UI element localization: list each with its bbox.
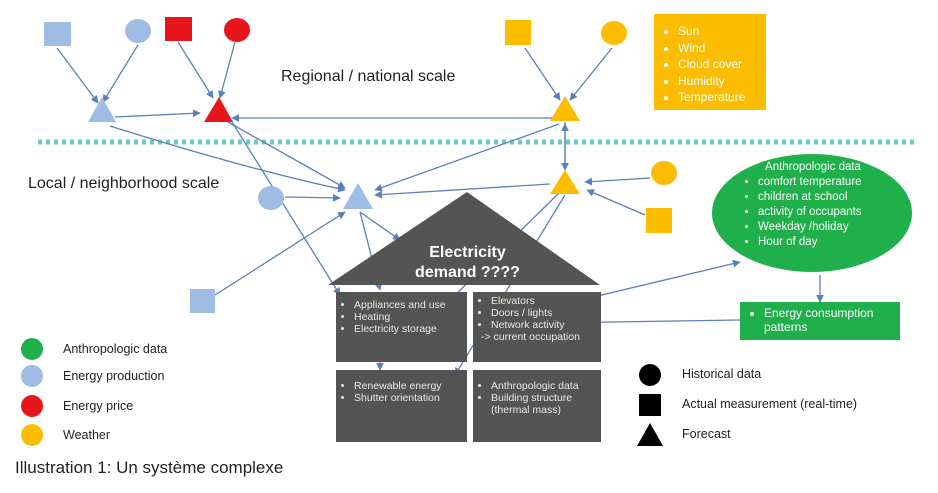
anthropologic-text: Anthropologic data comfort temperature c… [738,160,888,250]
arrow-yellow-square-to-yellow-forecast [524,47,561,101]
legend-anthropologic-label: Anthropologic data [63,342,168,356]
arrow-local-forecast-to-house [359,211,401,241]
legend-historical-label: Historical data [682,367,762,381]
arrow-yellow-local-to-local-forecast [374,183,551,199]
arrow-yellow-regional-to-local-forecast [374,123,560,192]
arrow-blue-circle-to-blue-forecast [102,44,139,103]
weather-regional-forecast-triangle [550,96,580,121]
house-box-item: Heating [354,311,467,323]
arrow-blue-forecast-to-red-forecast [114,109,201,118]
legend-square-shape [639,394,661,416]
house-box-renewables: Renewable energy Shutter orientation [336,370,467,442]
weather-factor-item: Sun [678,23,766,40]
anthropologic-item: comfort temperature [758,175,888,190]
energy-production-historical-circle [125,19,151,43]
weather-factor-item: Cloud cover [678,56,766,73]
local-energy-production-forecast-triangle [343,183,373,209]
arrow-red-forecast-to-house [231,121,341,296]
legend-measurement-label: Actual measurement (real-time) [682,397,858,411]
house-box-building-structure: Anthropologic data Building structure (t… [473,370,601,442]
weather-factor-item: Wind [678,40,766,57]
electricity-demand-title-line1: Electricity [429,244,506,261]
anthropologic-ellipse [712,154,912,272]
anthropologic-title: Anthropologic data [765,161,861,173]
weather-factors-box: Sun Wind Cloud cover Humidity Temperatur… [654,14,766,110]
energy-consumption-patterns-box: Energy consumption patterns [740,302,900,340]
house-box-item: Building structure (thermal mass) [491,392,601,416]
weather-historical-circle [601,21,627,45]
legend-weather-dot [21,424,43,446]
house-box-item: Appliances and use [354,299,467,311]
legend-energy-price-label: Energy price [63,399,134,413]
house-box-item: Doors / lights [491,307,601,319]
local-energy-measurement-square [190,289,215,313]
energy-consumption-patterns-label: Energy consumption patterns [764,306,900,334]
energy-production-forecast-triangle [88,97,116,122]
legend-weather-label: Weather [63,428,111,442]
regional-scale-label: Regional / national scale [281,68,456,85]
weather-factor-item: Temperature [678,89,766,106]
weather-factor-item: Humidity [678,73,766,90]
anthropologic-item: Weekday /holiday [758,220,888,235]
legend-circle-shape [639,364,661,386]
house-box-item: Network activity [491,319,601,331]
arrow-yellow-circle-to-yellow-local [584,177,651,186]
arrow-blue-square-to-local-forecast [214,211,346,296]
house-box-item: Elevators [491,295,601,307]
local-scale-label: Local / neighborhood scale [28,175,220,192]
arrow-red-square-to-red-forecast [177,41,214,99]
house-box-building-systems: Elevators Doors / lights Network activit… [473,292,601,362]
energy-production-measurement-square [44,22,71,46]
energy-price-measurement-square [165,17,192,41]
legend-anthropologic-dot [21,338,43,360]
arrow-blue-square-to-blue-forecast [56,47,99,104]
anthropologic-item: activity of occupants [758,205,888,220]
local-weather-forecast-triangle [550,170,580,194]
house-box-item: Anthropologic data [491,380,601,392]
house-box-item: Renewable energy [354,380,467,392]
arrow-blue-forecast-to-local-forecast [109,125,346,193]
arrow-red-forecast-to-local-forecast [227,121,346,189]
legend-forecast-label: Forecast [682,427,731,441]
arrow-yellow-square-to-yellow-local [586,189,646,216]
weather-measurement-square [505,20,531,45]
anthropologic-item: children at school [758,190,888,205]
house-roof [328,192,600,285]
legend-energy-production-label: Energy production [63,369,165,383]
house-box-appliances: Appliances and use Heating Electricity s… [336,292,467,362]
anthropologic-item: Hour of day [758,235,888,250]
local-weather-historical-circle [651,161,677,185]
legend-triangle-shape [637,423,663,446]
legend-energy-production-dot [21,365,43,387]
arrow-local-circle-to-local-forecast [284,193,341,202]
arrow-red-circle-to-red-forecast [218,41,236,99]
electricity-demand-title-line2: demand ???? [415,264,520,281]
electricity-demand-title: Electricity demand ???? [400,243,535,283]
house-box-occupation-note: -> current occupation [481,331,580,343]
energy-price-forecast-triangle [204,97,233,122]
legend-energy-price-dot [21,395,43,417]
local-energy-production-circle [258,186,284,210]
energy-price-historical-circle [224,18,250,42]
house-box-item: Electricity storage [354,323,467,335]
figure-caption: Illustration 1: Un système complexe [15,458,284,477]
local-weather-measurement-square [646,208,672,233]
arrow-yellow-circle-to-yellow-forecast [569,47,613,101]
house-box-item: Shutter orientation [354,392,467,404]
